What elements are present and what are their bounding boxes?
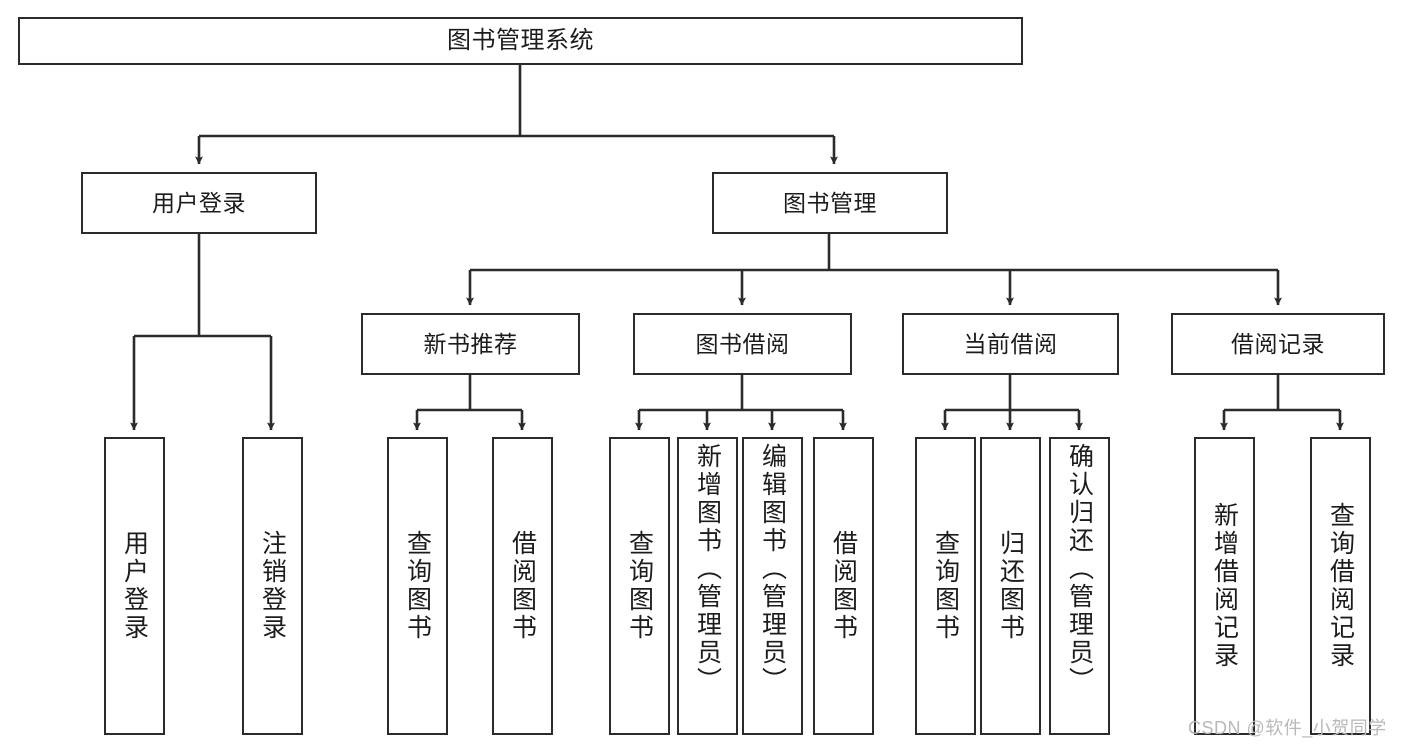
leaf-query-book-borrow[interactable]: 查询图书	[609, 437, 670, 735]
leaf-borrow-book-new-rec[interactable]: 借阅图书	[492, 437, 553, 735]
node-label: 查询图书	[931, 530, 960, 642]
node-label: 编辑图书（管理员）	[758, 443, 787, 695]
leaf-query-borrow-record[interactable]: 查询借阅记录	[1310, 437, 1371, 735]
node-label: 借阅记录	[1231, 330, 1325, 357]
leaf-text-wrap: 确认归还（管理员）	[1051, 439, 1108, 737]
leaf-text-wrap: 查询图书	[611, 439, 668, 733]
leaf-text-wrap: 注销登录	[244, 439, 301, 733]
leaf-edit-book-admin[interactable]: 编辑图书（管理员）	[742, 437, 803, 735]
leaf-text-wrap: 用户登录	[106, 439, 163, 733]
leaf-text-wrap: 借阅图书	[494, 439, 551, 733]
leaf-query-book-current[interactable]: 查询图书	[915, 437, 976, 735]
node-label: 用户登录	[152, 189, 246, 216]
node-label: 新增图书（管理员）	[693, 443, 722, 695]
node-label: 图书管理	[783, 189, 877, 216]
node-label: 查询图书	[403, 530, 432, 642]
node-label: 查询图书	[625, 530, 654, 642]
leaf-text-wrap: 新增借阅记录	[1196, 439, 1253, 733]
node-root-book-management-system[interactable]: 图书管理系统	[18, 17, 1023, 65]
node-label: 当前借阅	[963, 330, 1058, 357]
leaf-text-wrap: 新增图书（管理员）	[679, 439, 736, 737]
node-current-borrow[interactable]: 当前借阅	[902, 313, 1119, 375]
leaf-text-wrap: 查询借阅记录	[1312, 439, 1369, 733]
node-label: 注销登录	[258, 530, 287, 642]
leaf-text-wrap: 查询图书	[917, 439, 974, 733]
leaf-add-borrow-record[interactable]: 新增借阅记录	[1194, 437, 1255, 735]
node-label: 借阅图书	[829, 530, 858, 642]
leaf-confirm-return-admin[interactable]: 确认归还（管理员）	[1049, 437, 1110, 735]
leaf-borrow-book-borrow[interactable]: 借阅图书	[813, 437, 874, 735]
node-borrow-record[interactable]: 借阅记录	[1171, 313, 1385, 375]
leaf-text-wrap: 查询图书	[389, 439, 446, 733]
leaf-text-wrap: 借阅图书	[815, 439, 872, 733]
node-book-management[interactable]: 图书管理	[712, 172, 948, 234]
leaf-text-wrap: 归还图书	[982, 439, 1039, 733]
node-label: 归还图书	[996, 530, 1025, 642]
node-label: 图书管理系统	[447, 27, 594, 54]
leaf-user-login[interactable]: 用户登录	[104, 437, 165, 735]
node-label: 用户登录	[120, 530, 149, 642]
leaf-user-logout[interactable]: 注销登录	[242, 437, 303, 735]
node-label: 新书推荐	[423, 330, 518, 357]
node-user-login[interactable]: 用户登录	[81, 172, 317, 234]
node-book-borrow[interactable]: 图书借阅	[633, 313, 852, 375]
node-label: 新增借阅记录	[1210, 502, 1239, 670]
leaf-query-book-new-rec[interactable]: 查询图书	[387, 437, 448, 735]
node-label: 查询借阅记录	[1326, 502, 1355, 670]
node-label: 图书借阅	[695, 330, 790, 357]
node-label: 确认归还（管理员）	[1065, 443, 1094, 695]
leaf-text-wrap: 编辑图书（管理员）	[744, 439, 801, 737]
csdn-watermark: CSDN @软件_小贺同学	[1188, 718, 1387, 738]
node-label: 借阅图书	[508, 530, 537, 642]
node-new-book-recommendation[interactable]: 新书推荐	[361, 313, 580, 375]
leaf-add-book-admin[interactable]: 新增图书（管理员）	[677, 437, 738, 735]
leaf-return-book[interactable]: 归还图书	[980, 437, 1041, 735]
